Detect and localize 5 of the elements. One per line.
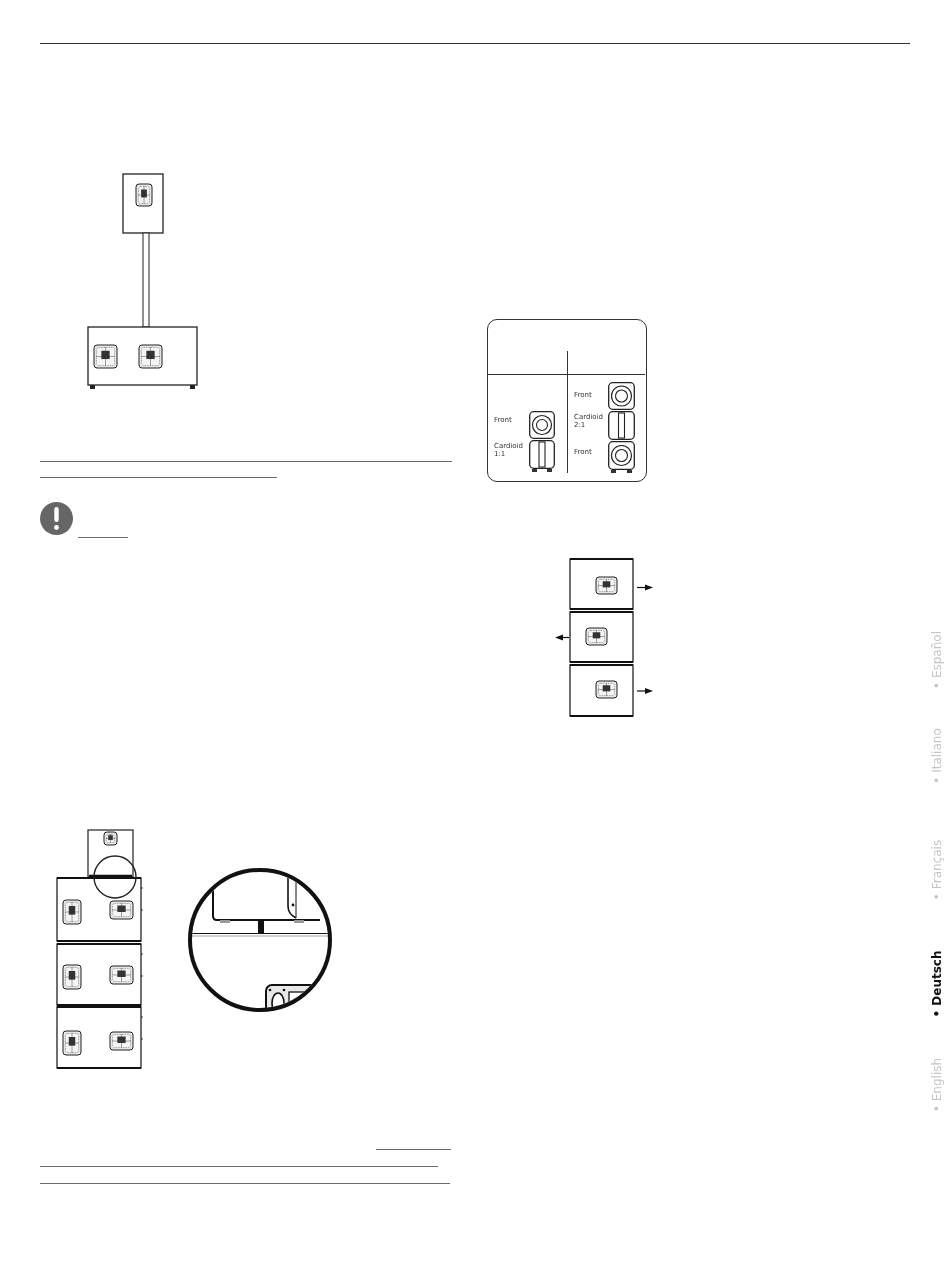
language-label: • Français (930, 839, 944, 901)
language-label: • Italiano (930, 728, 944, 784)
language-label: • Deutsch (930, 950, 944, 1018)
language-label: • English (930, 1057, 944, 1113)
language-label: • Español (930, 631, 944, 689)
